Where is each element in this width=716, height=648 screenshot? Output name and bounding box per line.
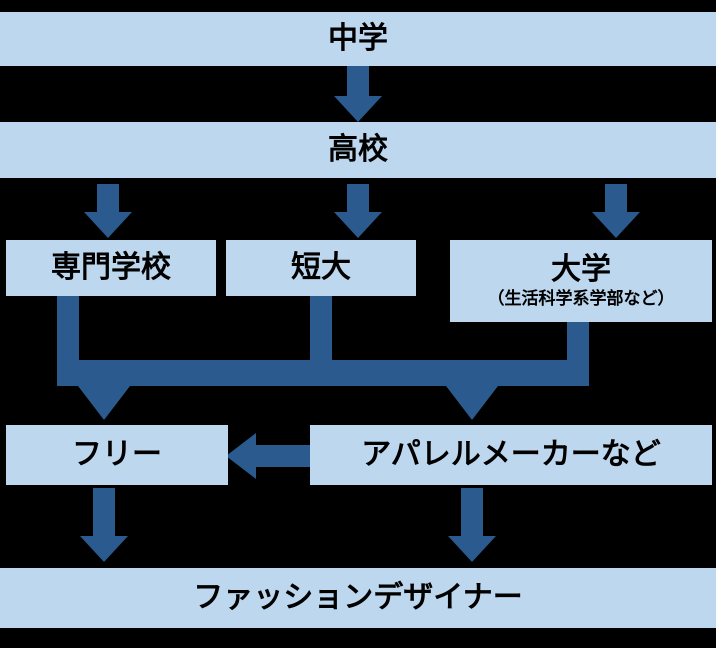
node-university: 大学 （生活科学系学部など） (450, 240, 712, 322)
connector-stub-university (567, 322, 589, 370)
arrow-down-junior-high-to-high-school (334, 66, 382, 122)
node-junior-college: 短大 (226, 240, 416, 296)
node-vocational-school-label: 専門学校 (51, 250, 171, 284)
node-freelance: フリー (6, 425, 228, 485)
arrow-down-apparel-maker-to-designer (448, 488, 496, 562)
connector-stub-junior-college (310, 296, 332, 370)
arrow-down-high-school-to-university (592, 184, 640, 238)
node-vocational-school: 専門学校 (6, 240, 216, 296)
node-high-school: 高校 (0, 122, 716, 178)
arrow-left-apparel-maker-to-freelance (226, 433, 310, 479)
connector-stub-vocational (57, 296, 79, 370)
arrow-down-high-school-to-vocational (84, 184, 132, 238)
node-apparel-maker: アパレルメーカーなど (310, 425, 712, 485)
node-university-sublabel: （生活科学系学部など） (487, 288, 675, 308)
node-apparel-maker-label: アパレルメーカーなど (361, 437, 661, 471)
arrowhead-down-to-freelance (78, 386, 130, 420)
node-junior-college-label: 短大 (291, 250, 351, 284)
connector-horizontal-bar (57, 360, 589, 386)
node-fashion-designer: ファッションデザイナー (0, 568, 716, 628)
node-fashion-designer-label: ファッションデザイナー (193, 580, 523, 614)
arrow-down-high-school-to-junior-college (334, 184, 382, 238)
arrowhead-down-to-apparel-maker (446, 386, 498, 420)
arrow-down-freelance-to-designer (80, 488, 128, 562)
node-university-label: 大学 (551, 253, 611, 287)
node-high-school-label: 高校 (328, 132, 388, 166)
node-junior-high: 中学 (0, 12, 716, 66)
node-freelance-label: フリー (72, 437, 162, 471)
node-junior-high-label: 中学 (328, 21, 388, 55)
